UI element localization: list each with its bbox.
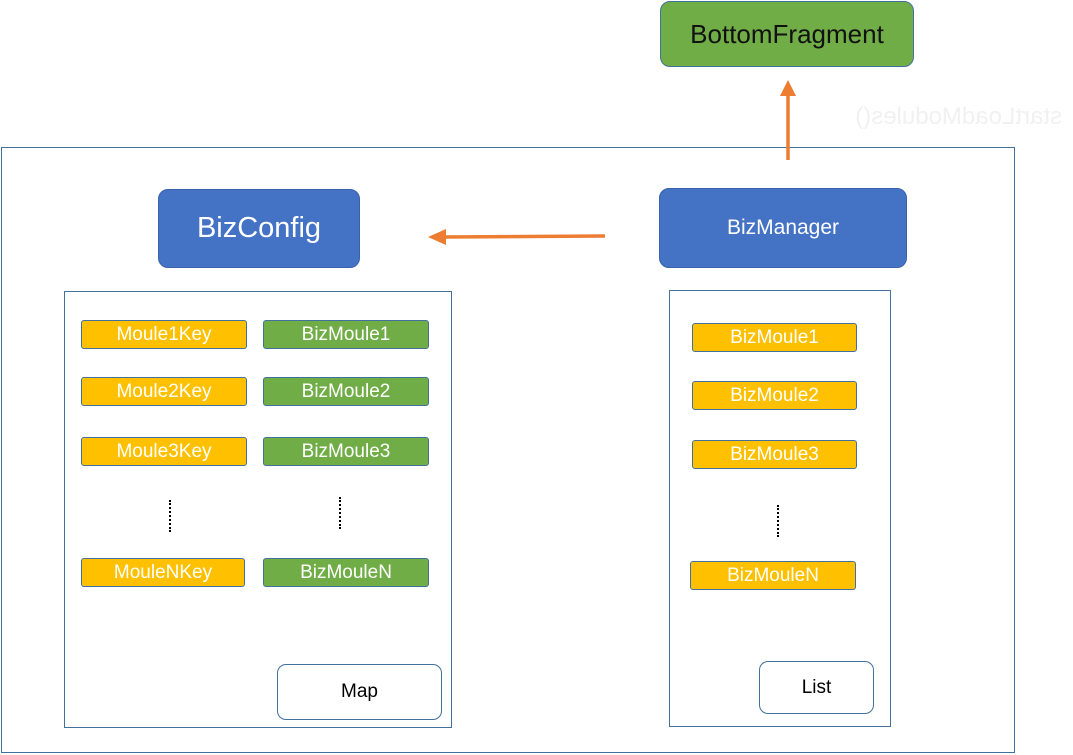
list-item-pill: BizMoule3 [692,440,857,469]
list-item-pill: BizMouleN [690,561,856,590]
biz-manager-node: BizManager [659,188,907,268]
map-key-ellipsis [169,500,173,532]
list-label: List [801,676,832,698]
biz-manager-label: BizManager [726,216,840,239]
arrow-head-up [780,80,796,96]
arrow-to-biz-config [443,234,606,239]
list-label-box: List [759,661,874,714]
map-label-box: Map [277,664,442,720]
map-value-ellipsis [339,497,343,529]
map-value-pill: BizMoule2 [263,377,429,406]
bottom-fragment-node: BottomFragment [660,1,914,67]
list-item-pill: BizMoule2 [692,381,857,410]
map-value-pill: BizMoule1 [263,320,429,349]
biz-config-node: BizConfig [158,189,360,268]
bottom-fragment-label: BottomFragment [690,18,884,49]
list-container [669,290,891,727]
biz-config-label: BizConfig [196,212,322,244]
map-key-pill: Moule1Key [81,320,247,349]
arrow-head-left [428,229,446,245]
map-value-pill: BizMoule3 [263,437,429,466]
map-container [64,291,452,728]
list-ellipsis [777,505,781,537]
map-key-pill: Moule2Key [81,377,247,406]
map-key-pill: Moule3Key [81,437,247,466]
map-value-pill: BizMouleN [263,558,429,587]
outer-frame [1,147,1015,753]
map-label: Map [341,681,378,702]
map-key-pill: MouleNKey [81,558,245,587]
list-item-pill: BizMoule1 [692,323,857,352]
